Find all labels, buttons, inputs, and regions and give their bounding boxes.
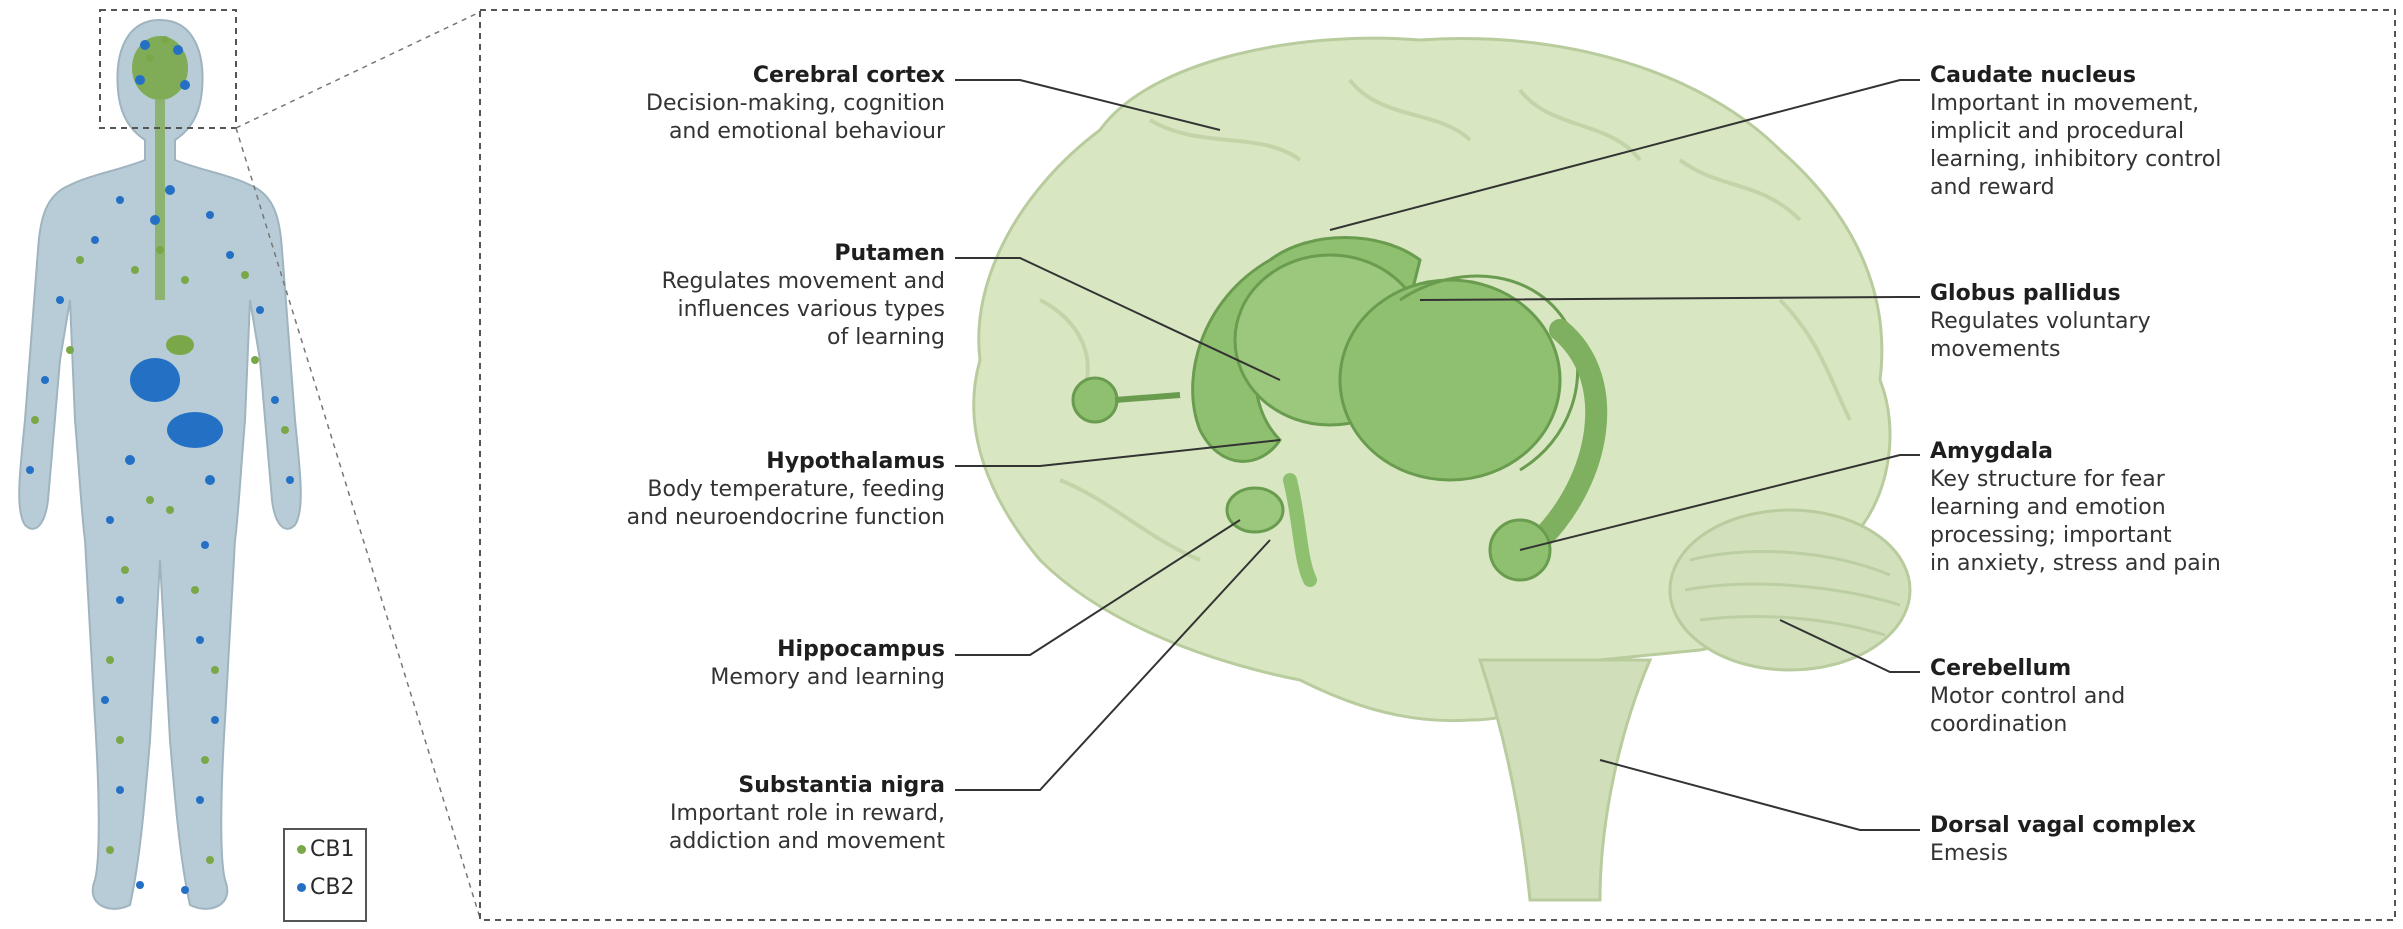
label-globus-pallidus: Globus pallidus Regulates voluntary move…: [1930, 280, 2390, 364]
label-amygdala: Amygdala Key structure for fear learning…: [1930, 438, 2390, 578]
label-description: Regulates movement and influences variou…: [505, 268, 945, 352]
label-putamen: Putamen Regulates movement and influence…: [505, 240, 945, 352]
label-description: Key structure for fear learning and emot…: [1930, 466, 2390, 578]
human-body-figure: [19, 20, 301, 909]
receptor-legend: CB1 CB2: [283, 828, 367, 922]
label-title: Hypothalamus: [485, 448, 945, 476]
label-description: Emesis: [1930, 840, 2390, 868]
label-description: Decision-making, cognition and emotional…: [505, 90, 945, 146]
label-description: Regulates voluntary movements: [1930, 308, 2390, 364]
label-title: Substantia nigra: [505, 772, 945, 800]
cb2-dot-icon: [297, 883, 306, 892]
label-substantia-nigra: Substantia nigra Important role in rewar…: [505, 772, 945, 856]
label-title: Hippocampus: [505, 636, 945, 664]
label-caudate-nucleus: Caudate nucleus Important in movement, i…: [1930, 62, 2390, 202]
label-title: Dorsal vagal complex: [1930, 812, 2390, 840]
label-description: Important in movement, implicit and proc…: [1930, 90, 2390, 202]
legend-item-cb2: CB2: [297, 868, 365, 906]
label-description: Motor control and coordination: [1930, 683, 2390, 739]
label-description: Important role in reward, addiction and …: [505, 800, 945, 856]
cb1-dot-icon: [297, 845, 306, 854]
label-description: Memory and learning: [505, 664, 945, 692]
label-title: Amygdala: [1930, 438, 2390, 466]
legend-cb1-label: CB1: [310, 837, 354, 862]
label-title: Cerebral cortex: [505, 62, 945, 90]
label-dorsal-vagal-complex: Dorsal vagal complex Emesis: [1930, 812, 2390, 868]
label-cerebral-cortex: Cerebral cortex Decision-making, cogniti…: [505, 62, 945, 146]
label-title: Putamen: [505, 240, 945, 268]
label-title: Globus pallidus: [1930, 280, 2390, 308]
legend-cb2-label: CB2: [310, 875, 354, 900]
brain-illustration: [974, 38, 1910, 900]
label-description: Body temperature, feeding and neuroendoc…: [485, 476, 945, 532]
label-cerebellum: Cerebellum Motor control and coordinatio…: [1930, 655, 2390, 739]
label-title: Caudate nucleus: [1930, 62, 2390, 90]
label-title: Cerebellum: [1930, 655, 2390, 683]
label-hypothalamus: Hypothalamus Body temperature, feeding a…: [485, 448, 945, 532]
legend-item-cb1: CB1: [297, 830, 365, 868]
label-hippocampus: Hippocampus Memory and learning: [505, 636, 945, 692]
